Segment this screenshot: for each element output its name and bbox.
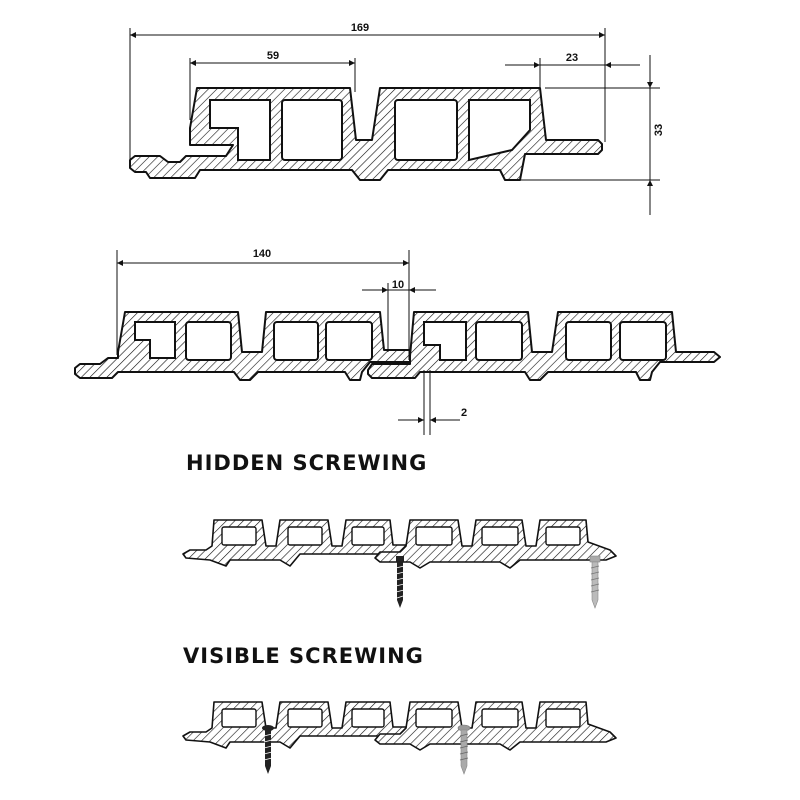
- dimension-chamber-width: 59: [267, 50, 279, 62]
- dimension-cover-width: 140: [253, 248, 271, 260]
- chamber-left-1: [134, 321, 176, 359]
- chamber-2: [281, 99, 343, 161]
- chamber-1: [209, 99, 271, 161]
- dimension-lip-width: 23: [566, 52, 578, 64]
- chamber-left-2: [185, 321, 232, 361]
- chamber-right-4: [619, 321, 667, 361]
- screw-icon: [457, 724, 471, 775]
- screw-icon: [395, 556, 405, 608]
- chamber-4: [468, 99, 531, 162]
- profile-drawing-top: 169 59 23 33: [129, 22, 665, 215]
- screw-icon: [262, 725, 274, 774]
- chamber-right-2: [475, 321, 523, 361]
- chamber-right-3: [565, 321, 612, 361]
- chamber-left-4: [325, 321, 373, 361]
- chamber-right-1: [423, 321, 467, 361]
- dimension-height: 33: [653, 124, 665, 136]
- screw-icon: [589, 555, 601, 609]
- profile-right: [367, 311, 721, 381]
- visible-screwing-diagram: [182, 701, 617, 775]
- visible-screwing-heading: VISIBLE SCREWING: [183, 644, 424, 668]
- chamber-3: [394, 99, 458, 161]
- dimension-gap: 2: [461, 407, 467, 419]
- dimension-overall-width: 169: [351, 22, 369, 34]
- hidden-screwing-heading: HIDDEN SCREWING: [186, 451, 427, 475]
- hidden-screwing-diagram: [182, 519, 617, 609]
- profile-drawing-joined: 140 10 2: [74, 248, 721, 435]
- chamber-left-3: [273, 321, 319, 361]
- dimension-overlap: 10: [392, 279, 404, 291]
- profile-outline: [129, 87, 603, 181]
